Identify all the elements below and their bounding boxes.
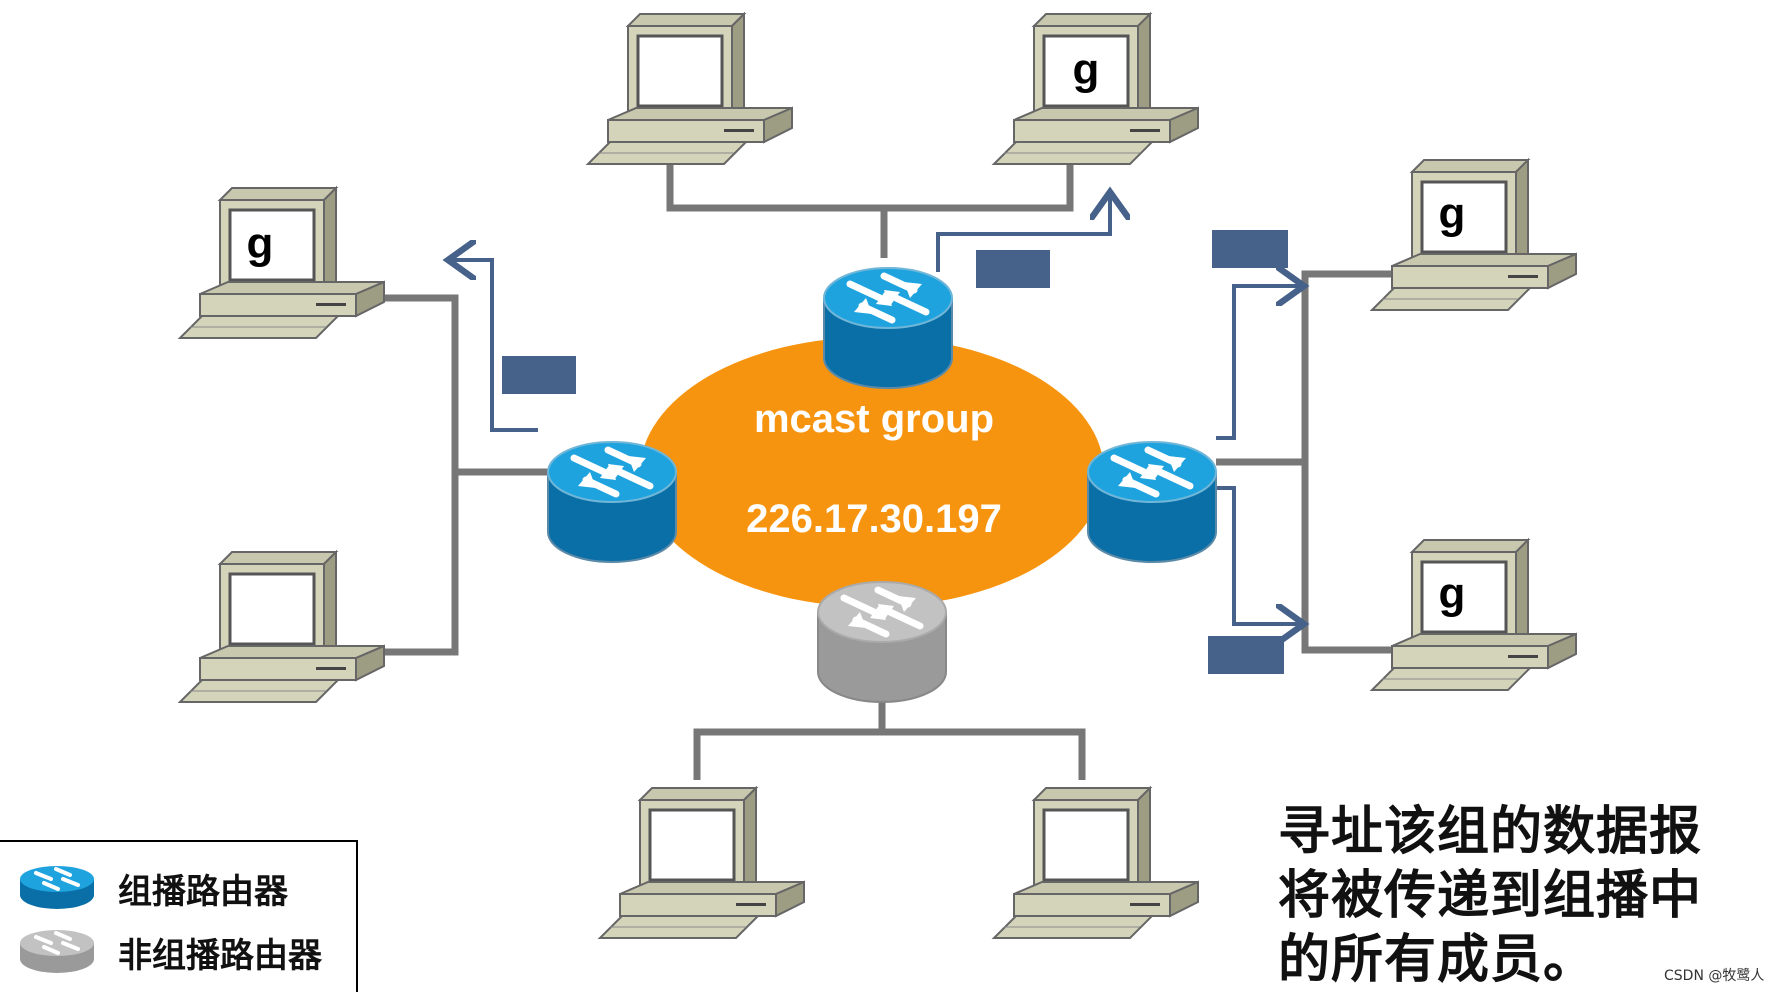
legend-row-multicast: 组播路由器 <box>18 864 288 913</box>
packets <box>502 230 1288 674</box>
multicast-router-right <box>1088 442 1216 562</box>
group-address: 226.17.30.197 <box>746 497 1002 541</box>
arrow-right-down <box>1216 486 1300 624</box>
arrow-left <box>452 260 538 432</box>
pc-group-label: g <box>1439 189 1466 238</box>
caption-text: 寻址该组的数据报将被传递到组播中的所有成员。 <box>1278 802 1703 990</box>
multicast-router-left <box>548 442 676 562</box>
packet-right-bottom <box>1208 636 1284 674</box>
multicast-router-top <box>824 268 952 388</box>
non-multicast-router-icon <box>20 929 94 973</box>
packet-left <box>502 356 576 394</box>
legend-multicast-label: 组播路由器 <box>118 872 288 912</box>
arrow-top <box>936 196 1110 272</box>
multicast-router-icon <box>20 865 94 909</box>
pc-left-upper: g <box>178 186 386 340</box>
top-links <box>666 160 1074 258</box>
pc-left-lower <box>178 550 386 704</box>
watermark: CSDN @牧鹭人 <box>1664 968 1765 984</box>
pc-bottom-left <box>598 786 806 940</box>
legend: 组播路由器 非组播路由器 <box>0 840 358 992</box>
group-title: mcast group <box>754 397 994 441</box>
pc-bottom-right <box>992 786 1200 940</box>
pc-top-left <box>586 12 794 166</box>
left-links <box>356 294 550 656</box>
arrow-right-up <box>1216 286 1300 440</box>
pc-top-right: g <box>992 12 1200 166</box>
pc-group-label: g <box>247 219 274 268</box>
packet-top <box>976 250 1050 288</box>
pc-group-label: g <box>1073 45 1100 94</box>
right-links <box>1216 270 1393 654</box>
legend-non-multicast-label: 非组播路由器 <box>118 936 322 976</box>
legend-row-non-multicast: 非组播路由器 <box>18 928 322 977</box>
pc-group-label: g <box>1439 569 1466 618</box>
multicast-group-ellipse <box>640 337 1104 607</box>
flow-arrows <box>452 196 1300 624</box>
pc-right-upper: g <box>1370 158 1578 312</box>
pc-right-lower: g <box>1370 538 1578 692</box>
non-multicast-router-bottom <box>818 582 946 702</box>
packet-right-top <box>1212 230 1288 268</box>
